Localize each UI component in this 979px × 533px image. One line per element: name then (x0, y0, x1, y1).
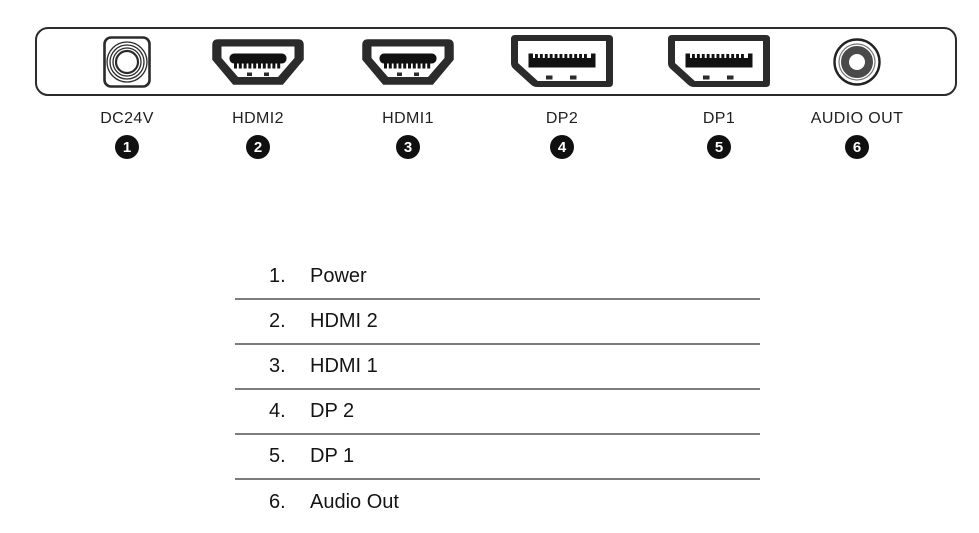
legend-row-label: Audio Out (310, 491, 399, 513)
legend-row-label: HDMI 2 (310, 310, 378, 332)
port-label-dp1: DP1 (702, 110, 736, 127)
port-panel-outline (35, 27, 957, 96)
legend-row: 2. HDMI 2 (235, 300, 760, 345)
port-label-dp2: DP2 (545, 110, 579, 127)
legend-row-label: Power (310, 265, 367, 287)
port-number-badge: 2 (246, 135, 270, 159)
displayport-icon (667, 34, 771, 90)
legend-row-label: HDMI 1 (310, 355, 378, 377)
legend-row-label: DP 2 (310, 400, 355, 422)
hdmi-icon (362, 39, 454, 87)
port-label-hdmi1: HDMI1 (382, 110, 434, 127)
port-label-dc24v: DC24V (100, 110, 154, 127)
port-label-hdmi2: HDMI2 (232, 110, 284, 127)
audio-jack-icon (832, 37, 882, 87)
legend-row-number: 4. (269, 400, 286, 422)
legend-table: 1. Power 2. HDMI 2 3. HDMI 1 4. DP 2 5. … (235, 255, 760, 525)
legend-row: 1. Power (235, 255, 760, 300)
port-number-badge: 6 (845, 135, 869, 159)
legend-row: 6. Audio Out (235, 480, 760, 525)
port-number-badge: 3 (396, 135, 420, 159)
port-number-badge: 5 (707, 135, 731, 159)
legend-row-number: 6. (269, 491, 286, 513)
port-number-badge: 1 (115, 135, 139, 159)
hdmi-icon (212, 39, 304, 87)
legend-row-label: DP 1 (310, 445, 355, 467)
legend-row-number: 2. (269, 310, 286, 332)
legend-row: 3. HDMI 1 (235, 345, 760, 390)
port-number-badge: 4 (550, 135, 574, 159)
legend-row: 4. DP 2 (235, 390, 760, 435)
displayport-icon (510, 34, 614, 90)
legend-row: 5. DP 1 (235, 435, 760, 480)
legend-row-number: 5. (269, 445, 286, 467)
legend-row-number: 1. (269, 265, 286, 287)
legend-row-number: 3. (269, 355, 286, 377)
dc-jack-icon (103, 36, 151, 88)
port-label-audio-out: AUDIO OUT (810, 110, 904, 127)
